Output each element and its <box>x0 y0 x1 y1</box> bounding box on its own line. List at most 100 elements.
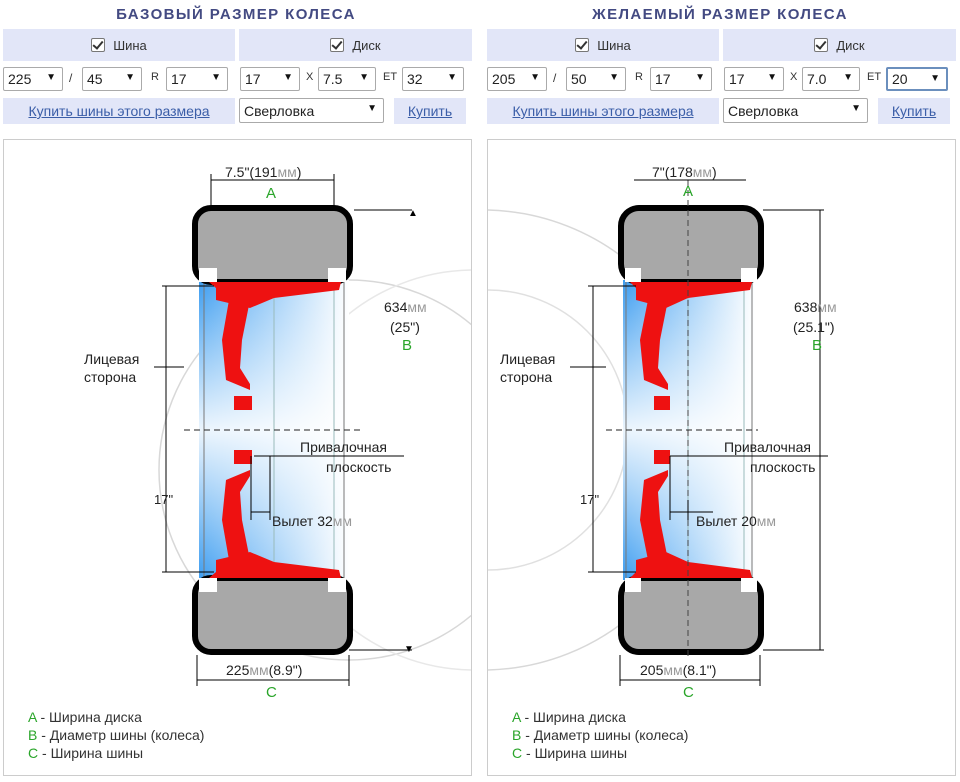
rim-spoke-top <box>640 300 668 390</box>
chevron-down-icon: ▼ <box>843 72 853 83</box>
mount-plane-label-1: Привалочная <box>300 439 387 455</box>
tire-top <box>618 205 764 285</box>
tire-checkbox-label: Шина <box>597 37 631 53</box>
dimension-a-label: 7.5"(191мм) <box>225 164 301 180</box>
disk-width-select[interactable]: 7.5 ▼ <box>318 67 376 91</box>
rim-hub-top <box>654 396 670 410</box>
et-label: ET <box>867 71 882 83</box>
rim-spoke-top <box>222 300 250 390</box>
rim-spoke-bottom <box>222 470 250 560</box>
face-side-label-2: сторона <box>500 369 552 385</box>
dimension-a-label: 7"(178мм) <box>652 164 717 180</box>
letter-a: A <box>266 185 276 202</box>
wheel-diagram: 7.5"(191мм) A ▲ ▼ 634мм (25") B 17" Лице… <box>3 139 675 776</box>
chevron-down-icon: ▼ <box>359 72 369 83</box>
wheel-diagram-svg: 7.5"(191мм) A ▲ ▼ 634мм (25") B 17" Лице… <box>84 164 675 701</box>
tire-checkbox-label: Шина <box>113 37 147 53</box>
tire-rim-value: 17 <box>655 71 671 87</box>
letter-b: B <box>402 337 412 354</box>
tire-profile-select[interactable]: 45 ▼ <box>82 67 142 91</box>
tire-width-value: 225 <box>8 71 32 87</box>
legend: A - Ширина диска B - Диаметр шины (колес… <box>512 708 688 762</box>
tire-bottom <box>618 575 764 655</box>
drilling-value: Сверловка <box>728 102 799 119</box>
disk-rim-select[interactable]: 17 ▼ <box>724 67 784 91</box>
tire-profile-select[interactable]: 50 ▼ <box>566 67 626 91</box>
legend-item-b: B - Диаметр шины (колеса) <box>512 727 689 743</box>
mount-plane-label-2: плоскость <box>326 459 391 475</box>
legend-item-b: B - Диаметр шины (колеса) <box>28 727 205 743</box>
drilling-value: Сверловка <box>244 102 315 119</box>
size-selectors: 205▼ / 50▼ R 17▼ 17▼ X 7.0▼ ET 20▼ <box>484 67 956 93</box>
checkbox-icon[interactable] <box>814 38 829 52</box>
checkbox-icon[interactable] <box>330 38 345 52</box>
tire-width-select[interactable]: 205 ▼ <box>487 67 547 91</box>
desired-wheel-panel: ЖЕЛАЕМЫЙ РАЗМЕР КОЛЕСА Шина Диск 205▼ / … <box>252 0 956 782</box>
legend-item-c: C - Ширина шины <box>512 745 628 761</box>
disk-checkbox[interactable]: Диск <box>239 29 472 61</box>
chevron-down-icon: ▼ <box>211 72 221 83</box>
mount-plane-label-2: плоскость <box>750 459 815 475</box>
chevron-down-icon: ▼ <box>283 72 293 83</box>
bead-notch <box>741 268 757 282</box>
et-select[interactable]: 32▼ <box>402 67 464 91</box>
tire-width-value: 205 <box>492 71 516 87</box>
disk-checkbox[interactable]: Диск <box>723 29 956 61</box>
tire-profile-value: 50 <box>571 71 587 87</box>
legend-item-a: A - Ширина диска <box>28 709 142 725</box>
offset-label: Вылет 20мм <box>696 513 776 529</box>
mount-plane-label-1: Привалочная <box>724 439 811 455</box>
checkbox-icon[interactable] <box>91 38 106 52</box>
dimension-b-value: 638мм <box>794 299 837 315</box>
tire-width-select[interactable]: 225▼ <box>3 67 63 91</box>
dimension-c-label: 225мм(8.9") <box>226 662 302 678</box>
arrow-down-icon: ▼ <box>404 644 414 655</box>
disk-checkbox-label: Диск <box>836 37 865 53</box>
rim-diameter-label: 17" <box>580 492 599 507</box>
dimension-b-value: 634мм <box>384 299 427 315</box>
chevron-down-icon: ▼ <box>851 103 861 114</box>
et-select[interactable]: 20▼ <box>886 67 948 91</box>
disk-rim-value: 17 <box>245 71 261 87</box>
rim-hub-top <box>234 396 252 410</box>
rim-hub-bottom <box>234 450 252 464</box>
chevron-down-icon: ▼ <box>609 72 619 83</box>
dimension-c-label: 205мм(8.1") <box>640 662 716 678</box>
letter-a: A <box>683 183 693 200</box>
buy-tires-link[interactable]: Купить шины этого размера <box>3 98 235 124</box>
legend-item-c: C - Ширина шины <box>28 745 144 761</box>
et-value: 32 <box>407 71 423 87</box>
bead-notch <box>625 578 641 592</box>
tire-top <box>192 205 353 285</box>
face-side-label-1: Лицевая <box>500 351 555 367</box>
checkbox-icon[interactable] <box>575 38 590 52</box>
chevron-down-icon: ▼ <box>125 72 135 83</box>
tire-checkbox[interactable]: Шина <box>487 29 719 61</box>
tire-rim-select[interactable]: 17▼ <box>650 67 712 91</box>
disk-rim-select[interactable]: 17 ▼ <box>240 67 300 91</box>
buy-link[interactable]: Купить <box>394 98 466 124</box>
tire-profile-value: 45 <box>87 71 103 87</box>
legend: A - Ширина диска B - Диаметр шины (колес… <box>28 708 204 762</box>
drilling-select[interactable]: Сверловка ▼ <box>723 98 868 123</box>
buy-link[interactable]: Купить <box>878 98 950 124</box>
tire-checkbox[interactable]: Шина <box>3 29 235 61</box>
r-label: R <box>151 71 159 83</box>
disk-width-value: 7.5 <box>323 71 343 87</box>
wheel-diagram: 7"(178мм) A 638мм (25.1") B 17" Лицевая … <box>252 139 956 776</box>
buy-tires-link[interactable]: Купить шины этого размера <box>487 98 719 124</box>
base-wheel-panel: БАЗОВЫЙ РАЗМЕР КОЛЕСА Шина Диск 225▼ / 4… <box>0 0 675 782</box>
drilling-select[interactable]: Сверловка▼ <box>239 98 384 123</box>
chevron-down-icon: ▼ <box>930 73 940 84</box>
tire-rim-select[interactable]: 17▼ <box>166 67 228 91</box>
x-label: X <box>790 71 798 83</box>
disk-width-select[interactable]: 7.0▼ <box>802 67 860 91</box>
dimension-b-inch: (25.1") <box>793 319 835 335</box>
bead-notch <box>741 578 757 592</box>
disk-rim-value: 17 <box>729 71 745 87</box>
chevron-down-icon: ▼ <box>530 72 540 83</box>
chevron-down-icon: ▼ <box>767 72 777 83</box>
legend-item-a: A - Ширина диска <box>512 709 626 725</box>
slash-separator: / <box>553 71 557 85</box>
bead-notch <box>199 578 217 592</box>
